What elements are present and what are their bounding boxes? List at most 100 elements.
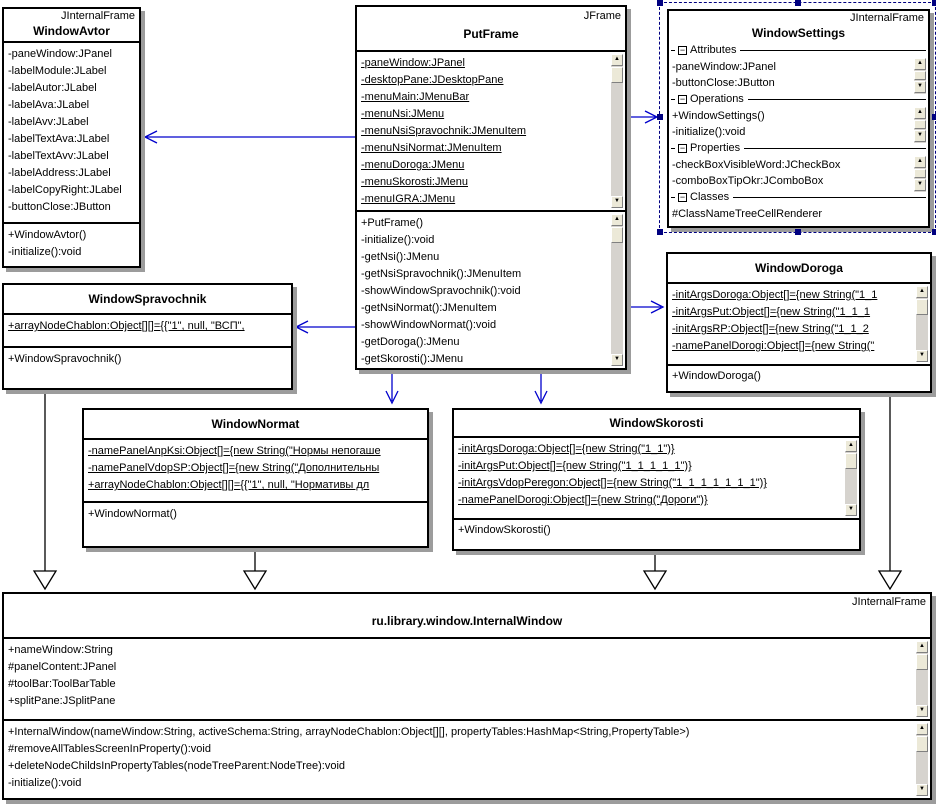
attribute-row: #toolBar:ToolBarTable (8, 678, 116, 690)
collapse-icon[interactable]: − (678, 45, 687, 55)
section-items: -paneWindow:JPanel-buttonClose:JButton (669, 58, 928, 92)
attribute-row: -menuIGRA:JMenu (361, 193, 456, 205)
collapse-icon[interactable]: − (678, 143, 687, 153)
section-label: Attributes (690, 44, 737, 56)
class-name: PutFrame (463, 27, 519, 41)
scroll-thumb[interactable] (611, 227, 623, 243)
scroll-thumb[interactable] (914, 120, 926, 129)
selection-handle[interactable] (657, 0, 663, 6)
selection-handle[interactable] (932, 229, 936, 235)
generalization-windowdoroga-internalwindow (877, 395, 903, 591)
scroll-down-icon[interactable]: ▼ (916, 350, 928, 362)
scroll-up-icon[interactable]: ▲ (916, 641, 928, 653)
scroll-thumb[interactable] (916, 654, 928, 670)
attribute-row: -menuMain:JMenuBar (361, 91, 470, 103)
section-scrollbar[interactable]: ▲ ▼ (914, 58, 926, 94)
selection-handle[interactable] (795, 229, 801, 235)
class-box-windowskorosti[interactable]: WindowSkorosti ▲ ▼ -initArgsDoroga:Objec… (452, 408, 861, 551)
selection-handle[interactable] (657, 229, 663, 235)
section-label: Properties (690, 142, 741, 154)
section-header: − Properties (669, 141, 928, 156)
scroll-down-icon[interactable]: ▼ (914, 130, 926, 142)
method-row: +WindowSpravochnik() (8, 353, 122, 365)
scroll-thumb[interactable] (916, 736, 928, 752)
scroll-up-icon[interactable]: ▲ (845, 440, 857, 452)
class-box-windowavtor[interactable]: JInternalFrame WindowAvtor -paneWindow:J… (2, 7, 141, 268)
divider (744, 148, 926, 149)
class-box-windowspravochnik[interactable]: WindowSpravochnik +arrayNodeChablon:Obje… (2, 283, 293, 390)
methods-compartment: +WindowSpravochnik() (4, 346, 291, 388)
methods-scrollbar[interactable]: ▲ ▼ (916, 723, 928, 796)
scroll-up-icon[interactable]: ▲ (916, 286, 928, 298)
divider (671, 148, 675, 149)
attributes-scrollbar[interactable]: ▲ ▼ (611, 54, 623, 208)
attribute-row: -labelModule:JLabel (8, 65, 107, 77)
attribute-row: -initArgsDoroga:Object[]={new String("1_… (672, 289, 878, 301)
scroll-down-icon[interactable]: ▼ (916, 705, 928, 717)
class-box-internalwindow[interactable]: JInternalFrame ru.library.window.Interna… (2, 592, 932, 800)
scroll-up-icon[interactable]: ▲ (611, 214, 623, 226)
attribute-row: -namePanelDorogi:Object[]={new String("Д… (458, 494, 708, 506)
class-box-windownormat[interactable]: WindowNormat -namePanelAnpKsi:Object[]={… (82, 408, 429, 548)
section-scrollbar[interactable]: ▲ ▼ (914, 156, 926, 192)
method-row: +PutFrame() (361, 217, 424, 229)
selection-handle[interactable] (657, 114, 663, 120)
scroll-down-icon[interactable]: ▼ (611, 196, 623, 208)
class-box-windowdoroga[interactable]: WindowDoroga ▲ ▼ -initArgsDoroga:Object[… (666, 252, 932, 393)
scroll-thumb[interactable] (914, 71, 926, 80)
method-row: -getNsiSpravochnik():JMenuItem (361, 268, 522, 280)
attributes-scrollbar[interactable]: ▲ ▼ (845, 440, 857, 516)
attribute-row: -comboBoxTipOkr:JComboBox (672, 175, 824, 187)
attributes-compartment: -paneWindow:JPanel-labelModule:JLabel-la… (4, 41, 139, 222)
method-row: +InternalWindow(nameWindow:String, activ… (8, 726, 690, 738)
attributes-scrollbar[interactable]: ▲ ▼ (916, 286, 928, 362)
scroll-down-icon[interactable]: ▼ (611, 354, 623, 366)
method-row: -getSkorosti():JMenu (361, 353, 464, 365)
scroll-thumb[interactable] (916, 299, 928, 315)
attributes-scrollbar[interactable]: ▲ ▼ (916, 641, 928, 717)
scroll-down-icon[interactable]: ▼ (914, 81, 926, 93)
section-label: Classes (690, 191, 730, 203)
scroll-up-icon[interactable]: ▲ (914, 58, 926, 70)
scroll-thumb[interactable] (914, 169, 926, 178)
scroll-thumb[interactable] (611, 67, 623, 83)
association-putframe-windowdoroga (627, 300, 665, 314)
section-header: − Classes (669, 190, 928, 205)
attributes-compartment: ▲ ▼ -initArgsDoroga:Object[]={new String… (668, 282, 930, 364)
class-title: WindowSpravochnik (4, 285, 291, 313)
class-title: JInternalFrame ru.library.window.Interna… (4, 594, 930, 637)
attribute-row: -buttonClose:JButton (672, 77, 775, 89)
selection-handle[interactable] (795, 0, 801, 6)
collapse-icon[interactable]: − (678, 94, 687, 104)
scroll-thumb[interactable] (845, 453, 857, 469)
attribute-row: -initArgsPut:Object[]={new String("1_1_1… (458, 460, 692, 472)
methods-compartment: +WindowNormat() (84, 501, 427, 546)
method-row: +WindowSettings() (672, 110, 765, 122)
selection-handle[interactable] (932, 0, 936, 6)
methods-compartment: +WindowSkorosti() (454, 518, 859, 549)
section-scrollbar[interactable]: ▲ ▼ (914, 107, 926, 143)
attribute-row: -labelAutor:JLabel (8, 82, 97, 94)
attribute-row: -paneWindow:JPanel (361, 57, 465, 69)
scroll-up-icon[interactable]: ▲ (914, 107, 926, 119)
divider (671, 197, 675, 198)
class-title: JFrame PutFrame (357, 7, 625, 50)
scroll-up-icon[interactable]: ▲ (611, 54, 623, 66)
scroll-up-icon[interactable]: ▲ (916, 723, 928, 735)
attribute-row: -labelTextAvv:JLabel (8, 150, 109, 162)
scroll-up-icon[interactable]: ▲ (914, 156, 926, 168)
section-label: Operations (690, 93, 744, 105)
methods-scrollbar[interactable]: ▲ ▼ (611, 214, 623, 366)
collapse-icon[interactable]: − (678, 192, 687, 202)
scroll-down-icon[interactable]: ▼ (914, 179, 926, 191)
class-box-windowsettings[interactable]: JInternalFrame WindowSettings − Attribut… (667, 9, 930, 228)
class-box-putframe[interactable]: JFrame PutFrame ▲ ▼ -paneWindow:JPanel-d… (355, 5, 627, 370)
scroll-down-icon[interactable]: ▼ (916, 784, 928, 796)
class-name: WindowSettings (751, 26, 846, 40)
generalization-windownormat-internalwindow (242, 550, 268, 591)
methods-compartment: ▲ ▼ +InternalWindow(nameWindow:String, a… (4, 719, 930, 798)
attribute-row: -labelAvv:JLabel (8, 116, 89, 128)
selection-handle[interactable] (932, 114, 936, 120)
scroll-down-icon[interactable]: ▼ (845, 504, 857, 516)
